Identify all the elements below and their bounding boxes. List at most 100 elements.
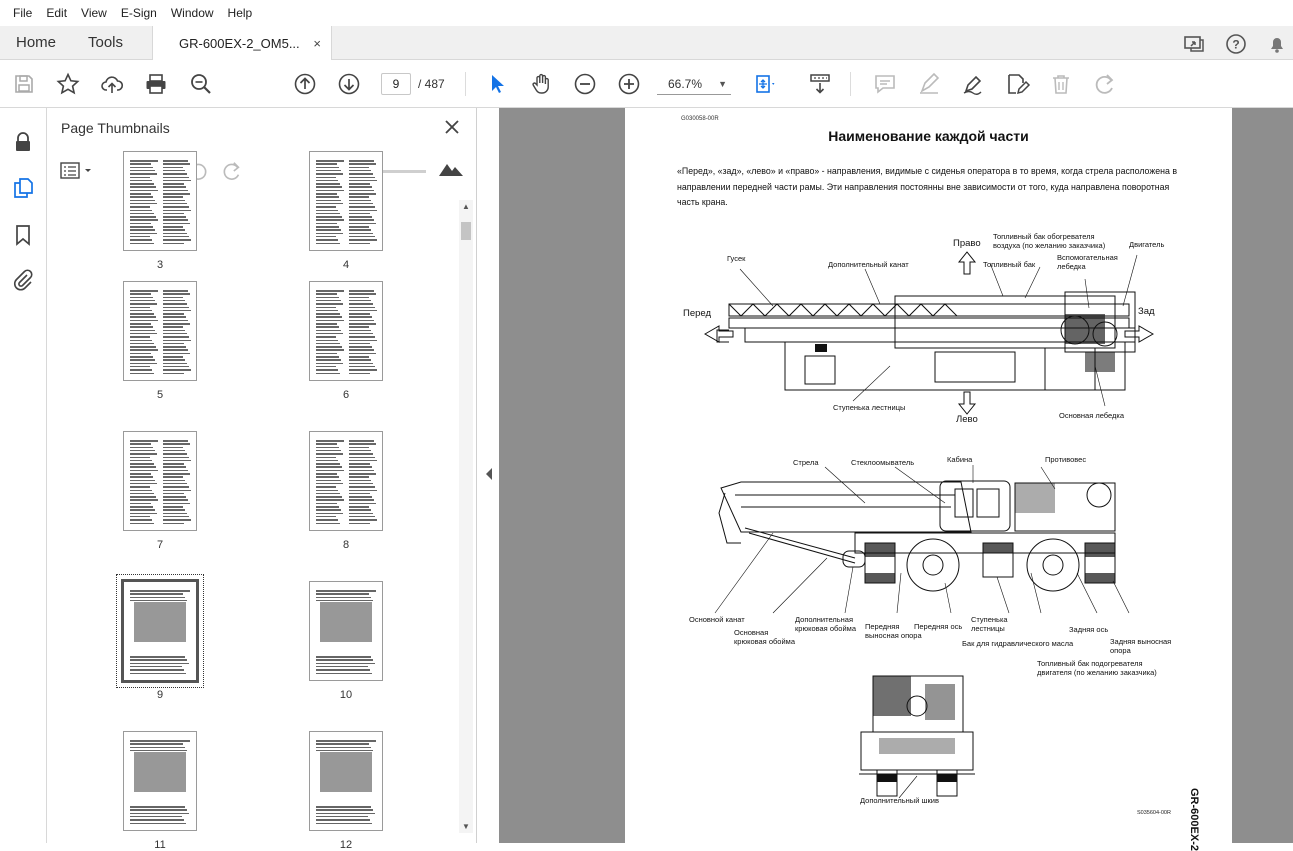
menu-help[interactable]: Help bbox=[227, 6, 253, 20]
tab-bar: Home Tools GR-600EX-2_OM5... × ? bbox=[0, 26, 1293, 61]
tab-document[interactable]: GR-600EX-2_OM5... × bbox=[152, 26, 332, 61]
zoom-level-select[interactable]: 66.7%▼ bbox=[657, 73, 731, 95]
thumbnail-text-line bbox=[349, 196, 369, 198]
highlight-pen-icon[interactable] bbox=[917, 72, 941, 96]
hand-tool-icon[interactable] bbox=[529, 72, 553, 96]
menu-file[interactable]: File bbox=[13, 6, 33, 20]
thumbnail-text-line bbox=[349, 212, 370, 215]
thumbnail-text-line bbox=[349, 515, 375, 518]
zoom-out-icon[interactable] bbox=[573, 72, 597, 96]
thumbnail-text-line bbox=[130, 369, 152, 371]
page-thumbnail[interactable] bbox=[123, 151, 197, 251]
thumbnail-text-line bbox=[316, 596, 371, 599]
thumbnail-text-line bbox=[130, 356, 153, 358]
thumbnail-text-line bbox=[349, 226, 369, 228]
thumbnail-scrollbar[interactable]: ▲ ▼ bbox=[459, 200, 473, 833]
thumbnail-options-icon[interactable] bbox=[60, 161, 96, 181]
page-thumbnail[interactable] bbox=[121, 579, 199, 683]
close-icon[interactable] bbox=[443, 118, 461, 136]
bookmark-ribbon-icon[interactable] bbox=[11, 223, 35, 247]
page-thumbnail[interactable] bbox=[309, 731, 383, 831]
thumbnail-text-line bbox=[130, 323, 151, 325]
thumbnail-text-line bbox=[163, 463, 184, 465]
menu-window[interactable]: Window bbox=[170, 6, 214, 20]
large-thumbnail-mountain-icon[interactable] bbox=[438, 159, 464, 177]
lock-icon[interactable] bbox=[11, 130, 35, 154]
scrollbar-thumb[interactable] bbox=[461, 222, 471, 240]
bookmark-star-icon[interactable] bbox=[56, 72, 80, 96]
thumbnail-text-line bbox=[130, 489, 152, 491]
zoom-in-icon[interactable] bbox=[617, 72, 641, 96]
fit-page-icon[interactable] bbox=[752, 72, 776, 96]
thumbnail-text-line bbox=[349, 163, 376, 165]
thumbnail-text-line bbox=[316, 476, 339, 478]
notification-bell-icon[interactable] bbox=[1266, 33, 1288, 55]
draw-pen-icon[interactable] bbox=[961, 72, 985, 96]
page-thumbnail[interactable] bbox=[309, 431, 383, 531]
thumbnail-text-line bbox=[316, 590, 376, 592]
scroll-down-arrow-icon[interactable]: ▼ bbox=[462, 822, 470, 831]
tab-tools[interactable]: Tools bbox=[88, 34, 124, 51]
thumbnail-text-line bbox=[349, 456, 375, 458]
page-thumbnail[interactable] bbox=[309, 281, 383, 381]
page-thumbnail[interactable] bbox=[123, 281, 197, 381]
scroll-up-arrow-icon[interactable]: ▲ bbox=[462, 202, 470, 211]
thumbnail-text-line bbox=[316, 239, 338, 241]
thumbnail-page-number: 7 bbox=[156, 539, 164, 551]
share-screen-icon[interactable] bbox=[1183, 33, 1205, 55]
select-cursor-icon[interactable] bbox=[485, 72, 509, 96]
thumbnail-text-line bbox=[130, 349, 158, 351]
print-icon[interactable] bbox=[144, 72, 168, 96]
page-thumbnail[interactable] bbox=[309, 151, 383, 251]
thumbnail-text-line bbox=[130, 746, 185, 749]
document-view[interactable]: G030058-00R Наименование каждой части «П… bbox=[499, 108, 1293, 851]
close-tab-icon[interactable]: × bbox=[313, 36, 321, 51]
thumbnail-text-line bbox=[316, 319, 344, 322]
label-boom: Стрела bbox=[793, 458, 819, 467]
thumbnail-text-line bbox=[130, 443, 151, 445]
page-thumbnail[interactable] bbox=[123, 431, 197, 531]
thumbnail-text-line bbox=[316, 359, 341, 361]
previous-page-icon[interactable] bbox=[293, 72, 317, 96]
menu-edit[interactable]: Edit bbox=[46, 6, 68, 20]
tab-home[interactable]: Home bbox=[16, 34, 57, 51]
thumbnail-text-line bbox=[130, 362, 157, 365]
thumbnail-text-line bbox=[163, 216, 186, 218]
collapse-panel-icon[interactable] bbox=[484, 466, 494, 482]
attachment-paperclip-icon[interactable] bbox=[11, 268, 35, 292]
edit-text-icon[interactable] bbox=[1005, 72, 1031, 96]
page-number-input[interactable] bbox=[381, 73, 411, 95]
panel-title: Page Thumbnails bbox=[61, 120, 170, 136]
thumbnail-text-line bbox=[316, 440, 344, 442]
menu-view[interactable]: View bbox=[81, 6, 107, 20]
upload-cloud-icon[interactable] bbox=[100, 72, 124, 96]
comment-icon[interactable] bbox=[873, 72, 897, 96]
thumbnail-text-line bbox=[163, 235, 189, 238]
thumbnail-text-line bbox=[349, 479, 371, 482]
redo-icon[interactable] bbox=[1093, 72, 1117, 96]
tab-document-title: GR-600EX-2_OM5... bbox=[179, 36, 300, 51]
page-thumbnails-icon[interactable] bbox=[11, 176, 35, 200]
thumbnail-toolbar bbox=[47, 153, 477, 189]
rotate-right-icon[interactable] bbox=[221, 160, 243, 182]
thumbnail-text-line bbox=[130, 496, 156, 498]
help-icon[interactable]: ? bbox=[1225, 33, 1247, 55]
crane-top-view-drawing bbox=[703, 251, 1155, 415]
page-thumbnail[interactable] bbox=[309, 581, 383, 681]
page-thumbnail[interactable] bbox=[123, 731, 197, 831]
next-page-icon[interactable] bbox=[337, 72, 361, 96]
thumbnail-text-line bbox=[130, 519, 152, 521]
thumbnail-text-line bbox=[163, 183, 184, 185]
thumbnail-text-line bbox=[130, 296, 153, 299]
thumbnail-text-line bbox=[130, 216, 156, 218]
thumbnail-text-line bbox=[316, 459, 338, 462]
thumbnail-text-line bbox=[316, 659, 373, 661]
thumbnail-text-line bbox=[130, 449, 155, 452]
thumbnail-text-line bbox=[349, 372, 370, 374]
thumbnail-text-line bbox=[349, 169, 371, 172]
delete-trash-icon[interactable] bbox=[1049, 72, 1073, 96]
zoom-search-icon[interactable] bbox=[189, 72, 213, 96]
scroll-mode-icon[interactable] bbox=[808, 72, 832, 96]
save-icon[interactable] bbox=[12, 72, 36, 96]
menu-esign[interactable]: E-Sign bbox=[120, 6, 157, 20]
